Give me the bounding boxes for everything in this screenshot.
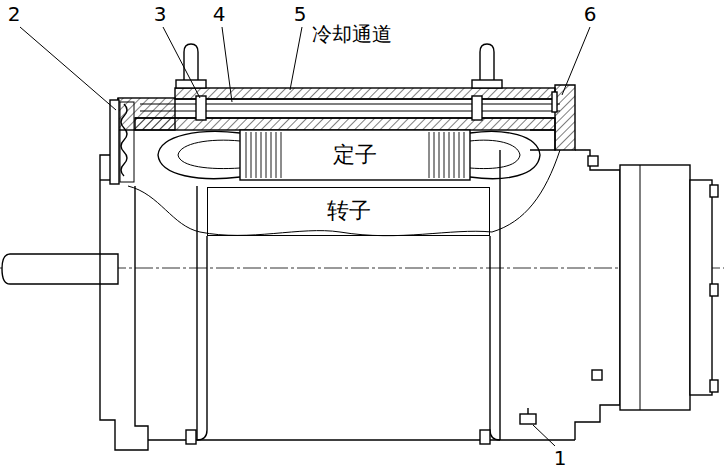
leader-line: [562, 27, 590, 95]
gearbox-flange: [690, 180, 712, 395]
callout-number: 5: [293, 3, 308, 25]
part-name: 冷却通道: [311, 22, 393, 46]
pipe-nut: [472, 96, 482, 120]
body-corner: [197, 430, 500, 440]
stator-core: [240, 130, 470, 180]
callout-number: 6: [583, 3, 598, 25]
bolt: [710, 380, 718, 392]
eye-base: [472, 80, 502, 88]
stator-region: 定子: [300, 133, 410, 177]
end-shield: [100, 98, 148, 450]
callout-number: 2: [7, 2, 22, 26]
seal-wave: [121, 104, 127, 176]
outer-wall: [175, 88, 555, 99]
callout-number: 6: [583, 2, 598, 26]
leader-line: [222, 27, 232, 102]
end-winding: [178, 140, 240, 168]
seal-plate: [110, 100, 119, 184]
end-winding: [470, 131, 540, 178]
callout-number: 3: [153, 2, 168, 26]
end-cap: [575, 150, 620, 440]
callout-number: 3: [153, 3, 168, 25]
body-edge: [196, 186, 197, 440]
callout-number: 1: [553, 447, 568, 469]
end-plug: [552, 92, 557, 112]
callout-number: 5: [293, 2, 308, 26]
body-edge: [489, 236, 490, 430]
bolt: [710, 185, 718, 197]
bolt: [520, 414, 536, 424]
laminations: [246, 132, 464, 178]
body-edge: [499, 150, 500, 440]
pipe-nut: [196, 96, 206, 120]
end-winding: [158, 131, 240, 178]
bolt: [588, 156, 598, 166]
leader-line: [290, 27, 302, 90]
leader-line: [533, 425, 555, 446]
bolt: [186, 430, 196, 444]
end-recess: [530, 130, 555, 150]
leader-line: [20, 27, 116, 110]
callout-number: 1: [553, 446, 568, 470]
motor-lines: [0, 27, 724, 450]
leader-line: [163, 27, 200, 98]
gearbox-line: [640, 165, 641, 410]
bolt: [592, 370, 602, 380]
bolt: [480, 430, 490, 444]
part-name: 定子: [333, 143, 377, 167]
rotor-box: 转子: [207, 187, 490, 236]
part-name: 转子: [327, 199, 371, 223]
callout-number: 2: [7, 3, 22, 25]
part-name: 冷却通道: [311, 23, 393, 45]
gearbox: [620, 165, 690, 410]
end-winding: [470, 140, 520, 168]
bolt: [710, 284, 718, 296]
body-edge: [206, 236, 207, 430]
bolt: [527, 408, 528, 414]
end-block: [555, 85, 575, 150]
body-bottom: [148, 439, 575, 440]
callout-number: 4: [212, 3, 227, 25]
seal-cavity: [120, 102, 134, 182]
leader-lines: [20, 27, 590, 446]
callout-number: 4: [212, 2, 227, 26]
